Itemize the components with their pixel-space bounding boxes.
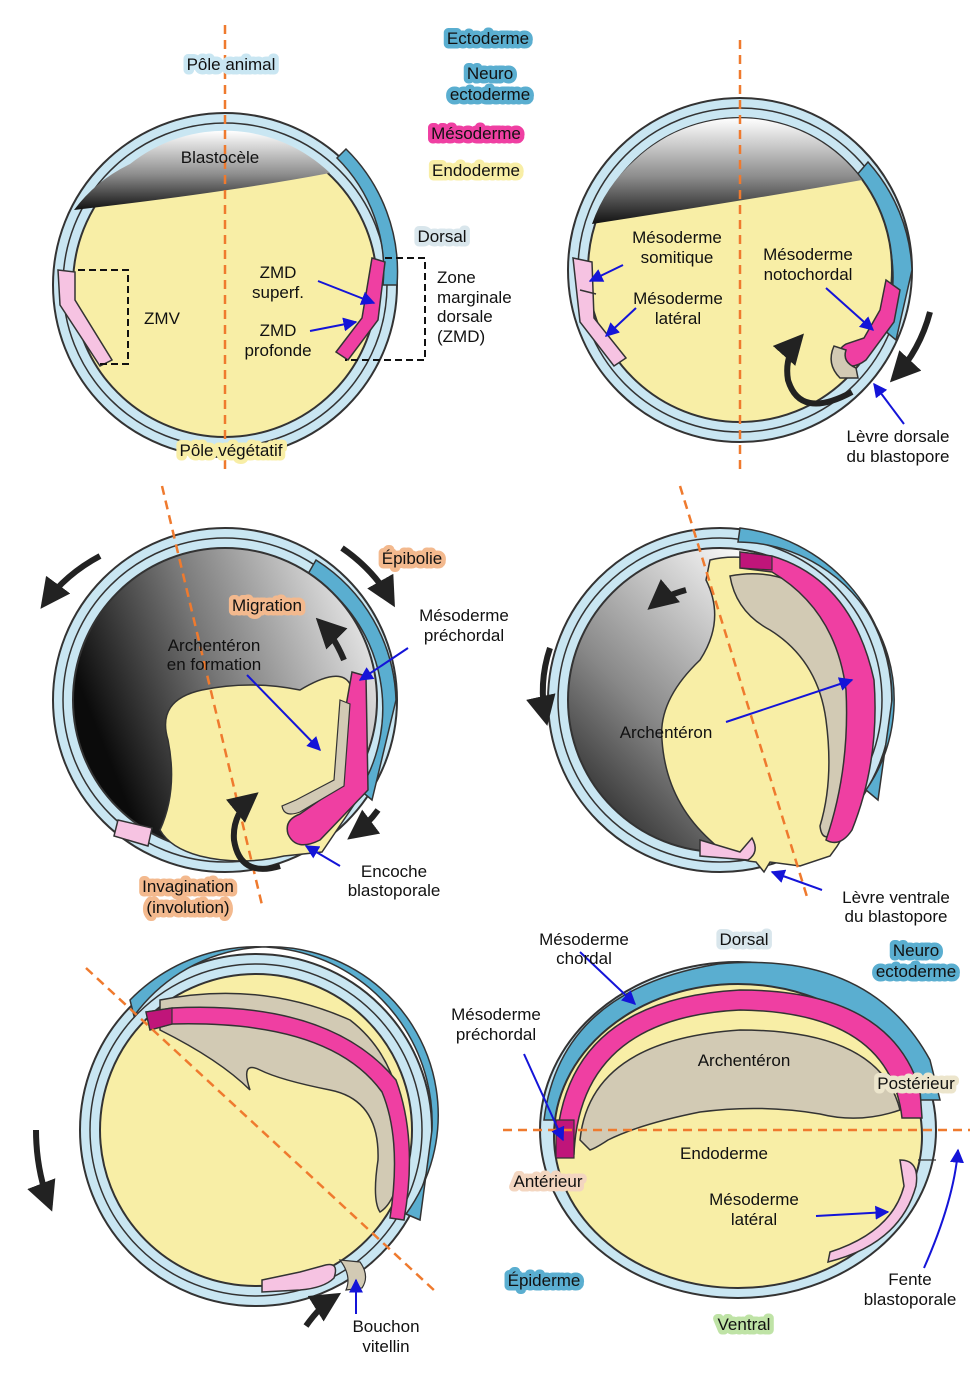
p2-meso-noto-1: Mésoderme (763, 245, 853, 264)
p5-bouchon-2: vitellin (362, 1337, 409, 1356)
legend-mesoderme: Mésoderme (431, 124, 521, 143)
p1-pole-animal: Pôle animal (187, 55, 276, 74)
p2-meso-noto-2: notochordal (764, 265, 853, 284)
p4-levre-1: Lèvre ventrale (842, 888, 950, 907)
p6-fente-1: Fente (888, 1270, 931, 1289)
p1-dorsal: Dorsal (417, 227, 466, 246)
panel-2-early-gastrula: Mésoderme somitique Mésoderme latéral Mé… (568, 40, 950, 470)
p6-archenteron-label: Archentéron (698, 1051, 791, 1070)
p3-meso-pre-1: Mésoderme (419, 606, 509, 625)
p2-meso-som-1: Mésoderme (632, 228, 722, 247)
p3-migration: Migration (232, 596, 302, 615)
p3-endoderm (160, 676, 364, 861)
p1-zone-4: (ZMD) (437, 327, 485, 346)
panel-4-archenteron: Archentéron Lèvre ventrale du blastopore (543, 486, 950, 926)
legend-ectoderme: Ectoderme (447, 29, 529, 48)
p2-levre-2: du blastopore (846, 447, 949, 466)
p6-endoderme: Endoderme (680, 1144, 768, 1163)
p6-meso-chordal-2: chordal (556, 949, 612, 968)
p1-zmd-prof-1: ZMD (260, 321, 297, 340)
p6-neuro-1: Neuro (893, 941, 939, 960)
p6-fente-2: blastoporale (864, 1290, 957, 1309)
p6-anterieur: Antérieur (514, 1172, 583, 1191)
legend: Ectoderme Neuro ectoderme Mésoderme Endo… (431, 29, 530, 180)
p3-invag-1: Invagination (142, 877, 234, 896)
p5-bouchon-1: Bouchon (352, 1317, 419, 1336)
p6-meso-chordal-1: Mésoderme (539, 930, 629, 949)
p6-ventral: Ventral (718, 1315, 771, 1334)
p1-zmd-superf-1: ZMD (260, 263, 297, 282)
legend-neuro-1: Neuro (467, 64, 513, 83)
p3-encoche-2: blastoporale (348, 881, 441, 900)
p1-zone-3: dorsale (437, 307, 493, 326)
p6-meso-lat-2: latéral (731, 1210, 777, 1229)
p2-meso-som-2: somitique (641, 248, 714, 267)
p3-encoche-1: Encoche (361, 862, 427, 881)
p6-meso-lat-1: Mésoderme (709, 1190, 799, 1209)
p6-meso-pre-1: Mésoderme (451, 1005, 541, 1024)
p3-archent-2: en formation (167, 655, 262, 674)
p4-levre-2: du blastopore (844, 907, 947, 926)
p1-zmv: ZMV (144, 309, 181, 328)
p6-dorsal: Dorsal (719, 930, 768, 949)
p2-levre-1: Lèvre dorsale (846, 427, 949, 446)
p2-meso-lat-1: Mésoderme (633, 289, 723, 308)
legend-neuro-2: ectoderme (450, 85, 530, 104)
p1-zone-1: Zone (437, 268, 476, 287)
p2-meso-lat-2: latéral (655, 309, 701, 328)
panel-6-late-gastrula: Mésoderme chordal Dorsal Neuro ectoderme… (451, 930, 970, 1334)
p3-invag-2: (involution) (146, 898, 229, 917)
p6-posterieur: Postérieur (877, 1074, 955, 1093)
p6-epiderme: Épiderme (508, 1271, 581, 1290)
p6-meso-pre-2: préchordal (456, 1025, 536, 1044)
p3-epibolie: Épibolie (382, 549, 443, 568)
panel-5-yolk-plug: Bouchon vitellin (36, 947, 438, 1356)
p1-pole-vegetatif: Pôle végétatif (179, 441, 282, 460)
panel-3-gastrulation: Épibolie Migration Archentéron en format… (44, 486, 509, 917)
p1-zone-2: marginale (437, 288, 512, 307)
panel-1-blastula: Pôle animal Blastocèle Dorsal ZMD superf… (53, 25, 512, 472)
p3-meso-pre-2: préchordal (424, 626, 504, 645)
p4-archenteron-label: Archentéron (620, 723, 713, 742)
p6-neuro-2: ectoderme (876, 962, 956, 981)
p1-zmd-prof-2: profonde (244, 341, 311, 360)
legend-endoderme: Endoderme (432, 161, 520, 180)
p1-zmd-superf-2: superf. (252, 283, 304, 302)
p1-blastocele: Blastocèle (181, 148, 259, 167)
p3-archent-1: Archentéron (168, 636, 261, 655)
